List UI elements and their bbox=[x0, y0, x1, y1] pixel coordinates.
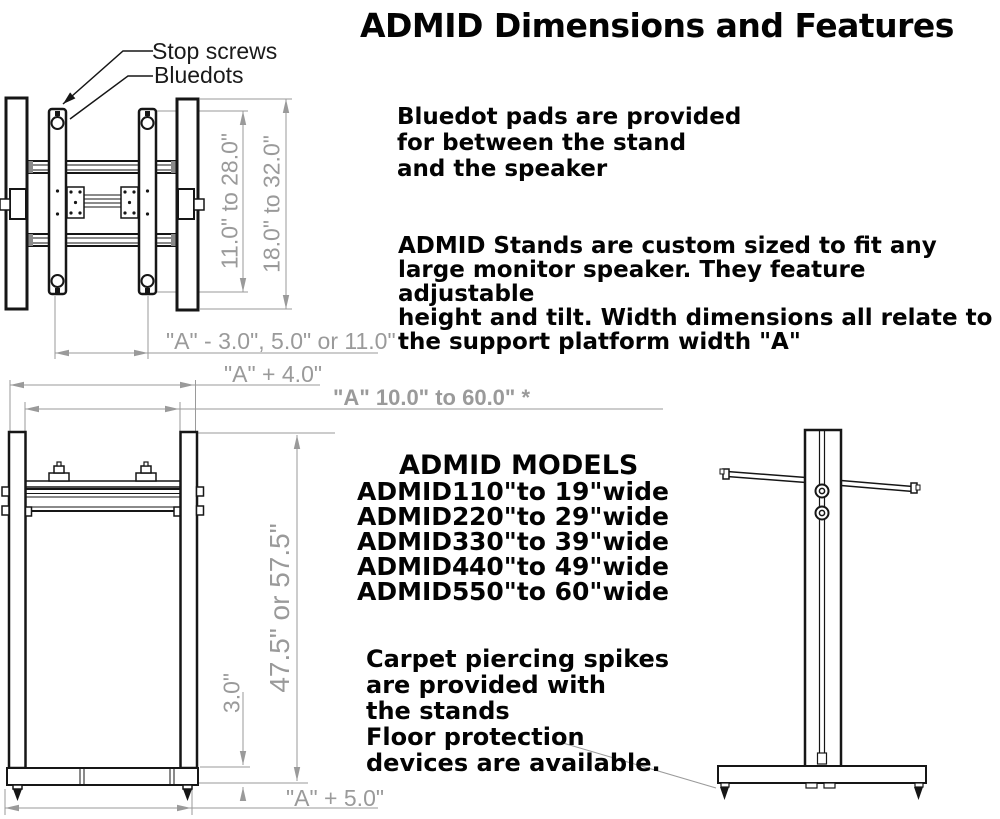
model-name: ADMID3 bbox=[357, 527, 470, 556]
dim-platform-width: "A" 10.0" to 60.0" * bbox=[333, 385, 531, 410]
model-name: ADMID1 bbox=[357, 477, 470, 506]
dim-base-thickness: 3.0" bbox=[218, 672, 245, 714]
page-title: ADMID Dimensions and Features bbox=[360, 6, 954, 45]
model-row: ADMID4 40"to 49"wide bbox=[357, 554, 669, 579]
model-name: ADMID4 bbox=[357, 552, 470, 581]
model-row: ADMID2 20"to 29"wide bbox=[357, 504, 669, 529]
model-row: ADMID3 30"to 39"wide bbox=[357, 529, 669, 554]
model-range: 10"to 19"wide bbox=[469, 477, 669, 506]
stop-screws-label: Stop screws bbox=[152, 38, 278, 64]
note-bluedot-pads: Bluedot pads are provided for between th… bbox=[397, 104, 742, 182]
models-heading: ADMID MODELS bbox=[399, 450, 639, 481]
model-range: 40"to 49"wide bbox=[469, 552, 669, 581]
note-spikes: Carpet piercing spikes are provided with… bbox=[366, 645, 670, 777]
model-range: 20"to 29"wide bbox=[469, 502, 669, 531]
bluedots-label: Bluedots bbox=[154, 62, 244, 88]
models-list: ADMID1 10"to 19"wide ADMID2 20"to 29"wid… bbox=[357, 479, 669, 604]
side-view-drawing bbox=[717, 428, 927, 800]
model-row: ADMID5 50"to 60"wide bbox=[357, 579, 669, 604]
model-name: ADMID2 bbox=[357, 502, 470, 531]
dim-outer-width: "A" + 4.0" bbox=[224, 361, 323, 387]
front-view-drawing bbox=[1, 430, 205, 801]
dim-base-width: "A" + 5.0" bbox=[286, 785, 385, 811]
model-name: ADMID5 bbox=[357, 577, 470, 606]
dim-rail-spacing: "A" - 3.0", 5.0" or 11.0" bbox=[166, 328, 396, 354]
dim-outer-height: 18.0" to 32.0" bbox=[258, 135, 285, 273]
model-range: 50"to 60"wide bbox=[469, 577, 669, 606]
dim-inner-height: 11.0" to 28.0" bbox=[216, 132, 243, 270]
top-view-drawing bbox=[0, 50, 205, 312]
model-range: 30"to 39"wide bbox=[469, 527, 669, 556]
note-description: ADMID Stands are custom sized to fit any… bbox=[398, 233, 993, 355]
dimension-lines bbox=[4, 98, 717, 815]
dim-stand-height: 47.5" or 57.5" bbox=[264, 523, 295, 693]
model-row: ADMID1 10"to 19"wide bbox=[357, 479, 669, 504]
